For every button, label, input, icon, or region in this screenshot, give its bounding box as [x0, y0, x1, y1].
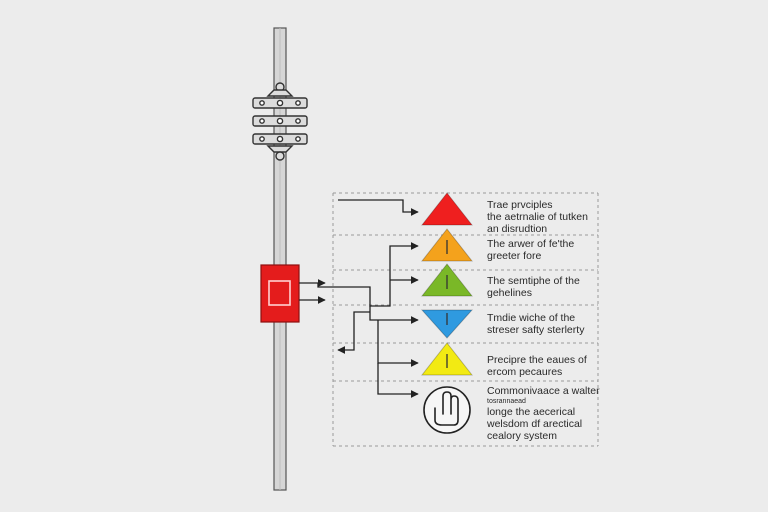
item-label-line: gehelines — [487, 287, 532, 299]
item-label-line: an disrudtion — [487, 223, 548, 235]
warning-triangle-yellow — [420, 342, 474, 376]
item-label-line: greeter fore — [487, 250, 542, 262]
pole-clamp-assembly — [252, 82, 308, 161]
warning-icons — [420, 192, 474, 434]
warning-triangle-red — [420, 192, 474, 226]
hand-touch-icon — [423, 386, 471, 434]
item-label-line: The arwer of fe'the — [487, 238, 575, 250]
item-label-line: Trae prvciples — [487, 199, 553, 211]
item-label-line: Precipre the eaues of — [487, 354, 587, 366]
warning-triangle-orange — [420, 228, 474, 262]
item-label-line: cealory system — [487, 430, 558, 442]
connector-lines — [299, 199, 419, 398]
item-label-line: longe the aecerical — [487, 406, 576, 418]
dashed-frame — [332, 192, 599, 447]
item-label-line: welsdom df arectical — [487, 418, 583, 430]
item-label-line: Tmdie wiche of the — [487, 312, 576, 324]
item-label-line: tosrannaead — [487, 398, 526, 405]
item-label-line: The semtiphe of the — [487, 275, 580, 287]
item-label-line: ercom pecaures — [487, 366, 563, 378]
warning-triangle-blue — [420, 309, 474, 339]
item-label-line: Commonivaace a walter — [487, 385, 600, 397]
item-label-line: streser safty sterlerty — [487, 324, 585, 336]
item-label-line: the aetrnalie of tutken — [487, 211, 588, 223]
red-junction-box — [260, 264, 300, 323]
warning-triangle-green — [420, 263, 474, 297]
